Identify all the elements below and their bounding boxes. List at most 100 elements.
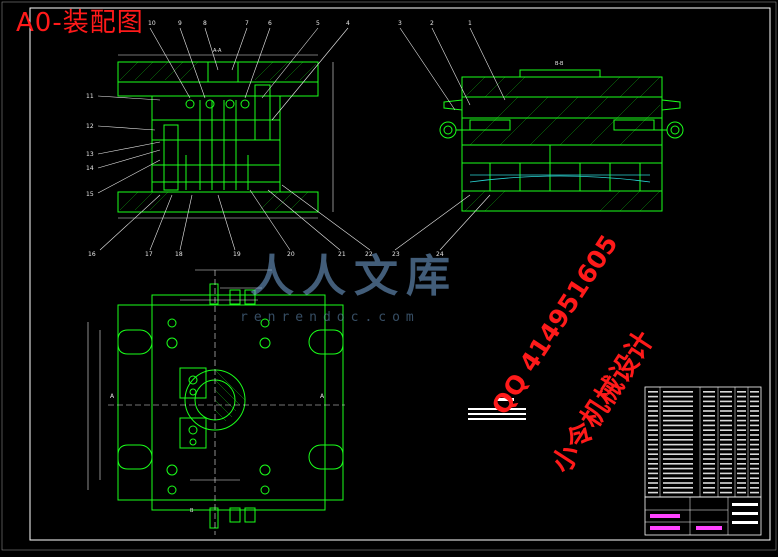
bom-cell — [703, 477, 715, 479]
bom-cell — [750, 443, 759, 446]
dimensions-plan — [87, 269, 345, 535]
bom-cell — [703, 463, 715, 465]
bom-cell — [720, 477, 732, 479]
bom-cell — [720, 439, 732, 441]
callout-14: 14 — [86, 165, 94, 172]
bom-cell — [648, 439, 658, 441]
bom-cell — [737, 395, 746, 398]
bom-cell — [720, 434, 732, 436]
bom-cell — [737, 458, 746, 460]
callout-23: 23 — [392, 251, 400, 258]
cooling-channel — [469, 174, 651, 183]
bom-cell — [720, 424, 732, 427]
bom-cell — [703, 467, 715, 470]
section-view-right — [443, 69, 681, 212]
callout-24: 24 — [436, 251, 444, 258]
bom-cell — [703, 491, 715, 494]
bom-cell — [663, 419, 693, 422]
bom-cell — [663, 448, 693, 451]
bom-cell — [703, 405, 715, 407]
bom-cell — [737, 477, 746, 479]
bom-cell — [648, 453, 658, 455]
dimensions-left — [118, 54, 334, 219]
bom-cell — [703, 429, 715, 431]
bom-cell — [648, 487, 658, 489]
bom-cell — [750, 467, 759, 470]
bom-cell — [648, 448, 658, 451]
callout-3: 3 — [398, 20, 402, 27]
bom-rows — [648, 391, 759, 494]
bom-cell — [737, 429, 746, 431]
bom-cell — [720, 415, 732, 417]
bom-cell — [720, 453, 732, 455]
drawing-title: A0-装配图 — [16, 8, 144, 38]
side-handles — [439, 121, 684, 139]
callout-12: 12 — [86, 123, 94, 130]
bom-cell — [703, 424, 715, 427]
bom-cell — [720, 405, 732, 407]
bom-cell — [663, 472, 693, 475]
bom-cell — [720, 419, 732, 422]
bom-cell — [703, 487, 715, 489]
bom-cell — [720, 467, 732, 470]
callout-6: 6 — [268, 20, 272, 27]
callout-22: 22 — [365, 251, 373, 258]
bom-cell — [703, 458, 715, 460]
bom-cell — [648, 463, 658, 465]
bom-cell — [703, 472, 715, 475]
bom-cell — [737, 391, 746, 393]
bom-cell — [648, 405, 658, 407]
bom-cell — [750, 410, 759, 412]
bom-cell — [648, 424, 658, 427]
bom-cell — [737, 453, 746, 455]
callout-16: 16 — [88, 251, 96, 258]
bom-cell — [750, 458, 759, 460]
callout-10: 10 — [148, 20, 156, 27]
bom-cell — [703, 391, 715, 393]
bom-cell — [720, 391, 732, 393]
bom-cell — [720, 463, 732, 465]
bom-cell — [737, 434, 746, 436]
callout-20: 20 — [287, 251, 295, 258]
bom-cell — [663, 482, 693, 484]
bom-cell — [703, 482, 715, 484]
bom-cell — [663, 405, 693, 407]
bom-cell — [648, 491, 658, 494]
section-label-right: B-B — [555, 61, 564, 67]
bom-cell — [750, 419, 759, 422]
callout-1: 1 — [468, 20, 472, 27]
bom-cell — [720, 472, 732, 475]
bom-cell — [720, 400, 732, 403]
drawing-frame — [29, 7, 771, 541]
bom-cell — [720, 410, 732, 412]
bom-cell — [648, 410, 658, 412]
bom-cell — [737, 463, 746, 465]
section-marker-left: A — [110, 393, 115, 400]
bom-cell — [750, 395, 759, 398]
bom-cell — [648, 395, 658, 398]
bom-cell — [663, 487, 693, 489]
callout-21: 21 — [338, 251, 346, 258]
bom-cell — [648, 467, 658, 470]
bom-cell — [648, 400, 658, 403]
bom-cell — [663, 410, 693, 412]
bom-cell — [737, 472, 746, 475]
bom-cell — [750, 405, 759, 407]
bom-cell — [750, 472, 759, 475]
bom-cell — [648, 434, 658, 436]
bom-cell — [750, 482, 759, 484]
bom-cell — [648, 472, 658, 475]
bom-cell — [720, 482, 732, 484]
callout-18: 18 — [175, 251, 183, 258]
callout-5: 5 — [316, 20, 320, 27]
bom-cell — [663, 443, 693, 446]
bom-cell — [663, 391, 693, 393]
bom-cell — [750, 415, 759, 417]
callout-4: 4 — [346, 20, 350, 27]
bom-cell — [720, 487, 732, 489]
bom-cell — [703, 439, 715, 441]
